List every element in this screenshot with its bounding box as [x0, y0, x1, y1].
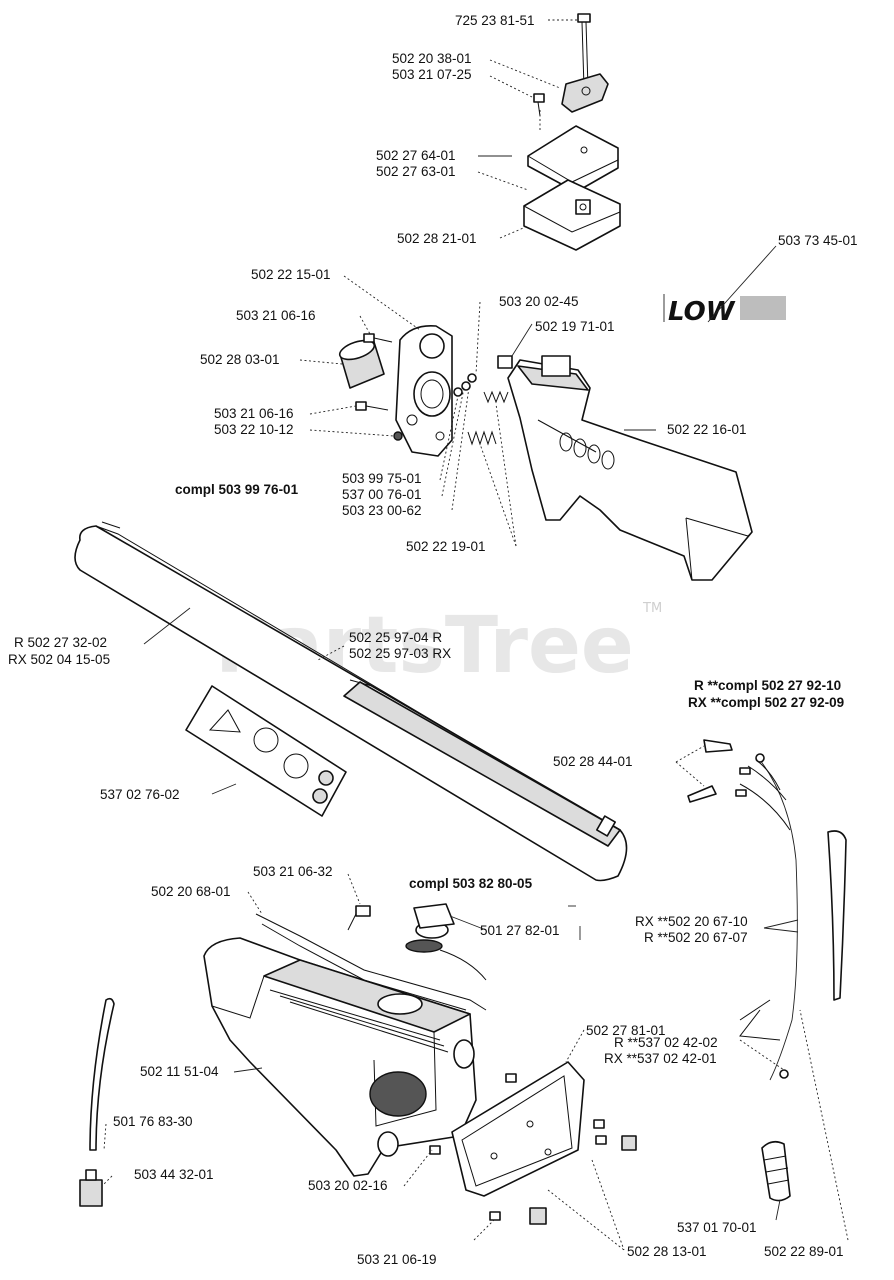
part-labels: 725 23 81-51 502 20 38-01 503 21 07-25 5…	[8, 13, 858, 1267]
switch-cover-part[interactable]	[497, 355, 513, 369]
main-shaft-part[interactable]	[74, 521, 628, 882]
low-decal-part[interactable]: LOW	[663, 294, 786, 327]
cover-screws-part[interactable]	[429, 1073, 607, 1221]
label-rx-502-04-15-05[interactable]: RX 502 04 15-05	[8, 652, 110, 667]
label-502-22-89-01[interactable]: 502 22 89-01	[764, 1244, 844, 1259]
small-screw-part[interactable]	[533, 93, 545, 117]
warning-decal-part[interactable]	[185, 685, 347, 817]
spring-small-b-part[interactable]	[461, 381, 471, 391]
cable-harness-part[interactable]	[735, 753, 798, 1081]
leader-lines	[101, 19, 849, 1251]
label-503-99-75-01[interactable]: 503 99 75-01	[342, 471, 422, 486]
housing-cover-plate-part[interactable]	[451, 1061, 585, 1197]
label-502-20-68-01[interactable]: 502 20 68-01	[151, 884, 231, 899]
cable-grommet-part[interactable]	[761, 1140, 791, 1202]
label-503-73-45-01[interactable]: 503 73 45-01	[778, 233, 858, 248]
label-rx-502-20-67-10[interactable]: RX **502 20 67-10	[635, 914, 748, 929]
label-503-22-10-12[interactable]: 503 22 10-12	[214, 422, 294, 437]
label-502-11-51-04[interactable]: 502 11 51-04	[140, 1064, 219, 1079]
label-502-28-21-01[interactable]: 502 28 21-01	[397, 231, 477, 246]
clamp-lower-part[interactable]	[523, 179, 621, 251]
motor-housing-part[interactable]	[203, 937, 477, 1177]
label-rx-537-02-42-01[interactable]: RX **537 02 42-01	[604, 1051, 717, 1066]
label-537-00-76-01[interactable]: 537 00 76-01	[342, 487, 422, 502]
cable-connector-part[interactable]	[687, 739, 733, 803]
label-compl-503-99-76-01[interactable]: compl 503 99 76-01	[175, 482, 299, 497]
label-rx-compl-502-27-92-09[interactable]: RX **compl 502 27 92-09	[688, 695, 844, 710]
spring-small-a-part[interactable]	[467, 373, 477, 383]
label-r-compl-502-27-92-10[interactable]: R **compl 502 27 92-10	[694, 678, 841, 693]
fuel-cap-part[interactable]	[405, 903, 487, 981]
label-r-502-27-32-02[interactable]: R 502 27 32-02	[14, 635, 107, 650]
cable-terminal-part[interactable]	[779, 1069, 789, 1079]
handle-housing-right-part[interactable]	[507, 355, 753, 581]
fuel-hose-part[interactable]	[89, 997, 115, 1151]
label-r-537-02-42-02[interactable]: R **537 02 42-02	[614, 1035, 718, 1050]
label-502-25-97-03-rx[interactable]: 502 25 97-03 RX	[349, 646, 451, 661]
handle-half-left-part[interactable]	[395, 324, 453, 457]
label-502-27-81-01[interactable]: 502 27 81-01	[586, 1023, 666, 1038]
label-537-02-76-02[interactable]: 537 02 76-02	[100, 787, 180, 802]
label-503-21-06-16-a[interactable]: 503 21 06-16	[236, 308, 316, 323]
label-501-76-83-30[interactable]: 501 76 83-30	[113, 1114, 193, 1129]
label-503-21-06-16-b[interactable]: 503 21 06-16	[214, 406, 294, 421]
label-503-20-02-45[interactable]: 503 20 02-45	[499, 294, 579, 309]
label-501-27-82-01[interactable]: 501 27 82-01	[480, 923, 560, 938]
label-502-20-38-01[interactable]: 502 20 38-01	[392, 51, 472, 66]
cable-gland-part[interactable]	[529, 1135, 637, 1225]
cable-sleeve-part[interactable]	[827, 830, 847, 1001]
motor-screw-part[interactable]	[347, 905, 371, 931]
spring-small-c-part[interactable]	[453, 387, 463, 397]
low-decal-text: LOW	[668, 297, 736, 327]
mounting-bracket-part[interactable]	[255, 913, 487, 1011]
label-502-25-97-04-r[interactable]: 502 25 97-04 R	[349, 630, 442, 645]
label-502-22-15-01[interactable]: 502 22 15-01	[251, 267, 331, 282]
label-502-22-16-01[interactable]: 502 22 16-01	[667, 422, 747, 437]
watermark-tm: TM	[642, 601, 662, 616]
label-compl-503-82-80-05[interactable]: compl 503 82 80-05	[409, 876, 533, 891]
label-502-28-44-01[interactable]: 502 28 44-01	[553, 754, 633, 769]
label-503-23-00-62[interactable]: 503 23 00-62	[342, 503, 422, 518]
label-503-20-02-16[interactable]: 503 20 02-16	[308, 1178, 388, 1193]
label-502-28-03-01[interactable]: 502 28 03-01	[200, 352, 280, 367]
label-503-21-06-32[interactable]: 503 21 06-32	[253, 864, 333, 879]
handle-screw-b-part[interactable]	[355, 401, 389, 411]
label-503-21-07-25[interactable]: 503 21 07-25	[392, 67, 472, 82]
label-537-01-70-01[interactable]: 537 01 70-01	[677, 1220, 757, 1235]
rubber-sleeve-part[interactable]	[337, 337, 385, 389]
label-502-27-63-01[interactable]: 502 27 63-01	[376, 164, 456, 179]
clamp-wing-part[interactable]	[561, 73, 609, 113]
label-502-19-71-01[interactable]: 502 19 71-01	[535, 319, 615, 334]
fuel-filter-part[interactable]	[79, 1169, 103, 1207]
label-725-23-81-51[interactable]: 725 23 81-51	[455, 13, 535, 28]
trigger-spring-part[interactable]	[467, 390, 509, 446]
label-502-28-13-01[interactable]: 502 28 13-01	[627, 1244, 707, 1259]
handle-screw-a-part[interactable]	[363, 333, 393, 343]
label-502-27-64-01[interactable]: 502 27 64-01	[376, 148, 456, 163]
label-503-21-06-19[interactable]: 503 21 06-19	[357, 1252, 437, 1267]
label-503-44-32-01[interactable]: 503 44 32-01	[134, 1167, 214, 1182]
handle-nut-part[interactable]	[393, 431, 403, 441]
label-r-502-20-67-07[interactable]: R **502 20 67-07	[644, 930, 748, 945]
label-502-22-19-01[interactable]: 502 22 19-01	[406, 539, 486, 554]
